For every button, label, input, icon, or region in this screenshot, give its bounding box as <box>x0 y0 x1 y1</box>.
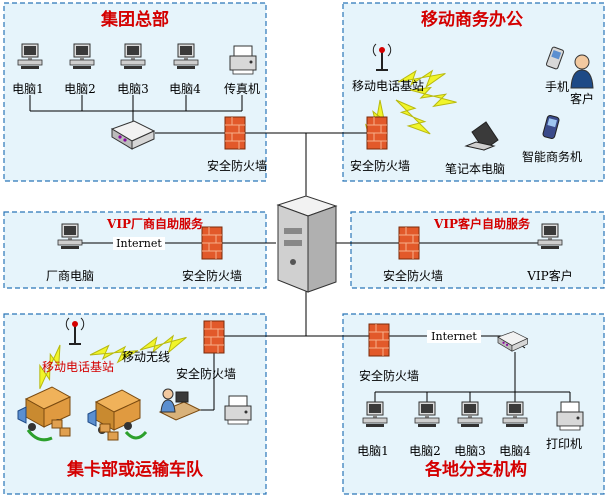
mobile-phone-icon <box>546 46 564 70</box>
branch-pc4-label: 电脑4 <box>499 444 531 458</box>
branch-firewall-icon <box>368 323 390 357</box>
hq-pc4-icon <box>173 43 199 70</box>
fleet-boxes-icon <box>51 419 119 441</box>
smart-phone-icon <box>542 114 560 140</box>
branch-pc2-icon <box>414 401 440 428</box>
branch-internet-label: Internet <box>431 330 477 343</box>
vendor-internet-label: Internet <box>116 237 162 250</box>
laptop-icon <box>464 121 499 151</box>
branch-internet-badge <box>427 330 481 343</box>
customer-panel <box>350 211 605 289</box>
branch-printer-icon <box>556 401 584 431</box>
hq-pc1-icon <box>17 43 43 70</box>
mobile-office-panel <box>342 2 605 182</box>
fleet-firewall-icon <box>203 320 225 354</box>
laptop-label: 笔记本电脑 <box>445 161 505 176</box>
customer-pc-icon <box>537 223 563 250</box>
hq-pc3-label: 电脑3 <box>117 82 149 96</box>
fleet-base-station-label: 移动电话基站 <box>42 360 114 374</box>
hq-pc4-label: 电脑4 <box>169 82 201 96</box>
branch-printer-label: 打印机 <box>546 437 582 451</box>
headquarters-panel <box>3 2 267 182</box>
vendor-pc-icon <box>57 223 83 250</box>
fleet-title: 集卡部或运输车队 <box>66 459 204 480</box>
customer-person-icon <box>570 54 594 89</box>
customer-person-label: 客户 <box>570 91 594 106</box>
fleet-printer-icon <box>224 395 252 425</box>
vendor-firewall-label: 安全防火墙 <box>182 268 242 283</box>
hq-pc3-icon <box>120 43 146 70</box>
hq-fax-icon <box>229 45 257 75</box>
branch-pc1-label: 电脑1 <box>357 444 389 458</box>
customer-title: VIP客户自助服务 <box>433 216 531 231</box>
smart-phone-label: 智能商务机 <box>522 149 582 164</box>
fleet-arrows-icon <box>26 429 148 442</box>
customer-pc-label: VIP客户 <box>526 268 572 283</box>
mobile-firewall-label: 安全防火墙 <box>350 158 410 173</box>
customer-firewall-icon <box>398 226 420 260</box>
hq-pc1-label: 电脑1 <box>12 82 44 96</box>
vendor-firewall-icon <box>201 226 223 260</box>
fleet-operator-icon <box>158 388 202 421</box>
mobile-office-title: 移动商务办公 <box>421 9 523 30</box>
central-server-icon <box>276 195 338 293</box>
branches-title: 各地分支机构 <box>424 459 527 480</box>
branch-pc3-label: 电脑3 <box>454 444 486 458</box>
mobile-phone-label: 手机 <box>545 80 569 94</box>
headquarters-title: 集团总部 <box>100 9 169 30</box>
vendor-title: VIP厂商自助服务 <box>106 216 204 231</box>
branch-firewall-label: 安全防火墙 <box>359 368 419 383</box>
hq-pc2-label: 电脑2 <box>64 82 96 96</box>
vendor-internet-badge <box>113 237 165 250</box>
mobile-firewall-icon <box>366 116 388 150</box>
mobile-base-station-label: 移动电话基站 <box>352 79 424 93</box>
branch-pc2-label: 电脑2 <box>409 444 441 458</box>
vendor-pc-label: 厂商电脑 <box>46 268 94 283</box>
fleet-wireless-label: 移动无线 <box>122 350 170 364</box>
hq-pc2-icon <box>69 43 95 70</box>
fleet-firewall-label: 安全防火墙 <box>176 366 236 381</box>
hq-fax-label: 传真机 <box>224 81 260 96</box>
branch-pc4-icon <box>502 401 528 428</box>
branch-pc3-icon <box>457 401 483 428</box>
hq-firewall-label: 安全防火墙 <box>207 158 267 173</box>
customer-firewall-label: 安全防火墙 <box>383 268 443 283</box>
hq-firewall-icon <box>224 116 246 150</box>
branch-pc1-icon <box>362 401 388 428</box>
